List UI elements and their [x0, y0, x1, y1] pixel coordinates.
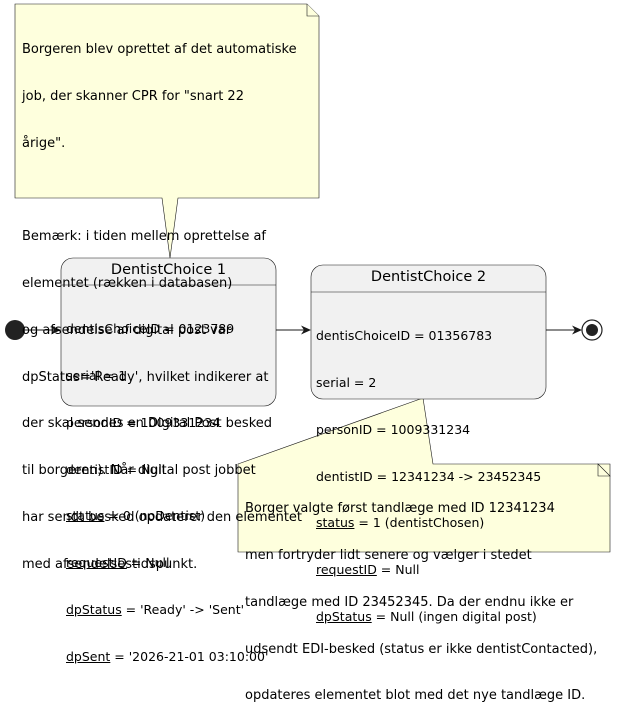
field-value: = 12341234 -> 23452345: [372, 468, 542, 484]
field-name: dentistID: [66, 461, 123, 477]
field-name: personID: [66, 414, 123, 430]
state1-field: requestID = Null: [66, 555, 268, 571]
state2-box: [310, 264, 547, 400]
field-value: = 1 (dentistChosen): [354, 515, 485, 531]
field-name: dpSent: [66, 648, 111, 664]
field-value: = Null: [122, 461, 166, 477]
note-bottom-line: udsendt EDI-besked (status er ikke denti…: [245, 641, 598, 657]
initial-state: [5, 320, 25, 340]
arrowhead-state1: [51, 325, 61, 335]
state1-field: dentistID = Null: [66, 462, 268, 478]
note-top-line: dpStatus='Ready', hvilket indikerer at: [22, 369, 269, 385]
field-name: dentisChoiceID: [66, 321, 161, 337]
note-top-line: job, der skanner CPR for "snart 22: [22, 88, 244, 104]
state1-field: dpStatus = 'Ready' -> 'Sent': [66, 602, 268, 618]
state1-field: personID = 1009331234: [66, 415, 268, 431]
note-bottom-line: tandlæge med ID 23452345. Da der endnu i…: [245, 594, 574, 610]
field-value: = 1: [99, 367, 127, 383]
note-bottom-fold: [597, 463, 611, 477]
note-bottom-text: Borger valgte først tandlæge med ID 1234…: [245, 470, 597, 720]
field-value: = 0123789: [160, 321, 235, 337]
field-name: serial: [316, 374, 350, 390]
note-top-line: årige".: [22, 135, 66, 151]
note-bottom-line: men fortryder lidt senere og vælger i st…: [245, 547, 532, 563]
state1-title: DentistChoice 1: [110, 262, 227, 278]
field-value: = 1009331234: [372, 421, 471, 437]
state1-box: [60, 257, 277, 407]
state1-fields: dentisChoiceID = 0123789 serial = 1 pers…: [66, 290, 268, 680]
field-value: = Null: [126, 555, 170, 571]
field-name: status: [316, 515, 355, 531]
arrowhead-final: [572, 325, 582, 335]
field-value: = 0 (noDentist): [104, 508, 206, 524]
field-value: = 01356783: [410, 328, 493, 344]
field-value: = 'Ready' -> 'Sent': [121, 601, 245, 617]
state2-field: dentistID = 12341234 -> 23452345: [316, 469, 541, 485]
field-name: dentistID: [316, 468, 373, 484]
state1-field: dentisChoiceID = 0123789: [66, 321, 268, 337]
state2-field: serial = 2: [316, 375, 541, 391]
field-name: status: [66, 508, 105, 524]
note-bottom-shape: [237, 397, 611, 553]
arrowhead-state2: [301, 325, 311, 335]
note-top-line: der skal sendes en Digital Post besked: [22, 416, 273, 432]
note-top-line: har sendt besked opdaterer den elementet: [22, 510, 303, 525]
field-name: requestID: [66, 555, 127, 571]
note-top-line: Borgeren blev oprettet af det automatisk…: [22, 42, 297, 58]
final-state-dot: [586, 324, 598, 336]
note-top-line: elementet (rækken i databasen): [22, 276, 233, 292]
note-top-line: til borgeren). Når digital post jobbet: [22, 463, 256, 479]
field-value: = 2: [349, 374, 377, 390]
field-name: dpStatus: [66, 601, 122, 617]
state2-title: DentistChoice 2: [370, 269, 487, 285]
final-state-ring: [581, 319, 603, 341]
state1-field: dpSent = '2026-21-01 03:10:00': [66, 649, 268, 665]
state2-field: dentisChoiceID = 01356783: [316, 328, 541, 344]
field-name: serial: [66, 367, 100, 383]
state1-field: serial = 1: [66, 368, 268, 384]
note-top-text: Borgeren blev oprettet af det automatisk…: [22, 11, 302, 588]
note-top-line: Bemærk: i tiden mellem oprettelse af: [22, 229, 266, 245]
note-bottom-line: opdateres elementet blot med det nye tan…: [245, 688, 586, 704]
state2-field: personID = 1009331234: [316, 422, 541, 438]
diagram-canvas: [5, 3, 611, 553]
note-top-line: [22, 183, 302, 199]
note-top-line: og afsendelse af digital post var: [22, 322, 232, 338]
field-name: dentisChoiceID: [316, 328, 411, 344]
state2-field: status = 1 (dentistChosen): [316, 515, 541, 531]
state1-field: status = 0 (noDentist): [66, 508, 268, 524]
field-name: personID: [316, 421, 373, 437]
field-value: = 1009331234: [122, 414, 221, 430]
note-top-fold: [306, 4, 319, 17]
note-bottom-line: Borger valgte først tandlæge med ID 1234…: [245, 501, 555, 517]
